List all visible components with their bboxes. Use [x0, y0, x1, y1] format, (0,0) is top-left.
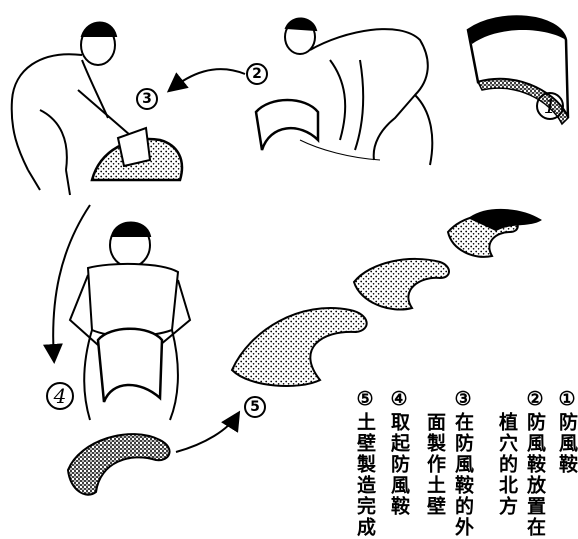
soil-wall-figure	[68, 434, 170, 495]
caption-step-4-text: 取起防風鞍	[388, 412, 410, 517]
caption-step-3-marker: ③	[452, 388, 474, 412]
caption-step-5-text: 土壁製造完成	[354, 412, 376, 538]
step-arrows	[53, 69, 245, 452]
figure-marker-3: 3	[136, 88, 158, 110]
caption-step-2-line-1: 防風鞍放置在	[524, 412, 546, 538]
shovelling-soil-figure	[12, 23, 182, 196]
caption-step-1-text: 防風鞍	[556, 412, 578, 475]
caption-step-3-line-2: 面製作土壁	[424, 412, 446, 517]
figure-marker-5: 5	[244, 396, 266, 418]
figure-marker-2: 2	[246, 63, 268, 85]
caption-step-1-marker: ①	[556, 388, 578, 412]
caption-step-3-line-1: 在防風鞍的外	[452, 412, 474, 538]
caption-step-2-marker: ②	[524, 388, 546, 412]
caption-step-2-line-2: 植穴的北方	[496, 412, 518, 517]
figure-marker-4: 4	[46, 382, 74, 410]
caption-step-5-marker: ⑤	[354, 388, 376, 412]
placing-saddle-figure	[256, 18, 432, 165]
figure-marker-1: 1	[536, 92, 564, 120]
lifting-saddle-figure	[70, 223, 190, 421]
soil-wall-row	[232, 210, 540, 386]
caption-step-4-marker: ④	[388, 388, 410, 412]
